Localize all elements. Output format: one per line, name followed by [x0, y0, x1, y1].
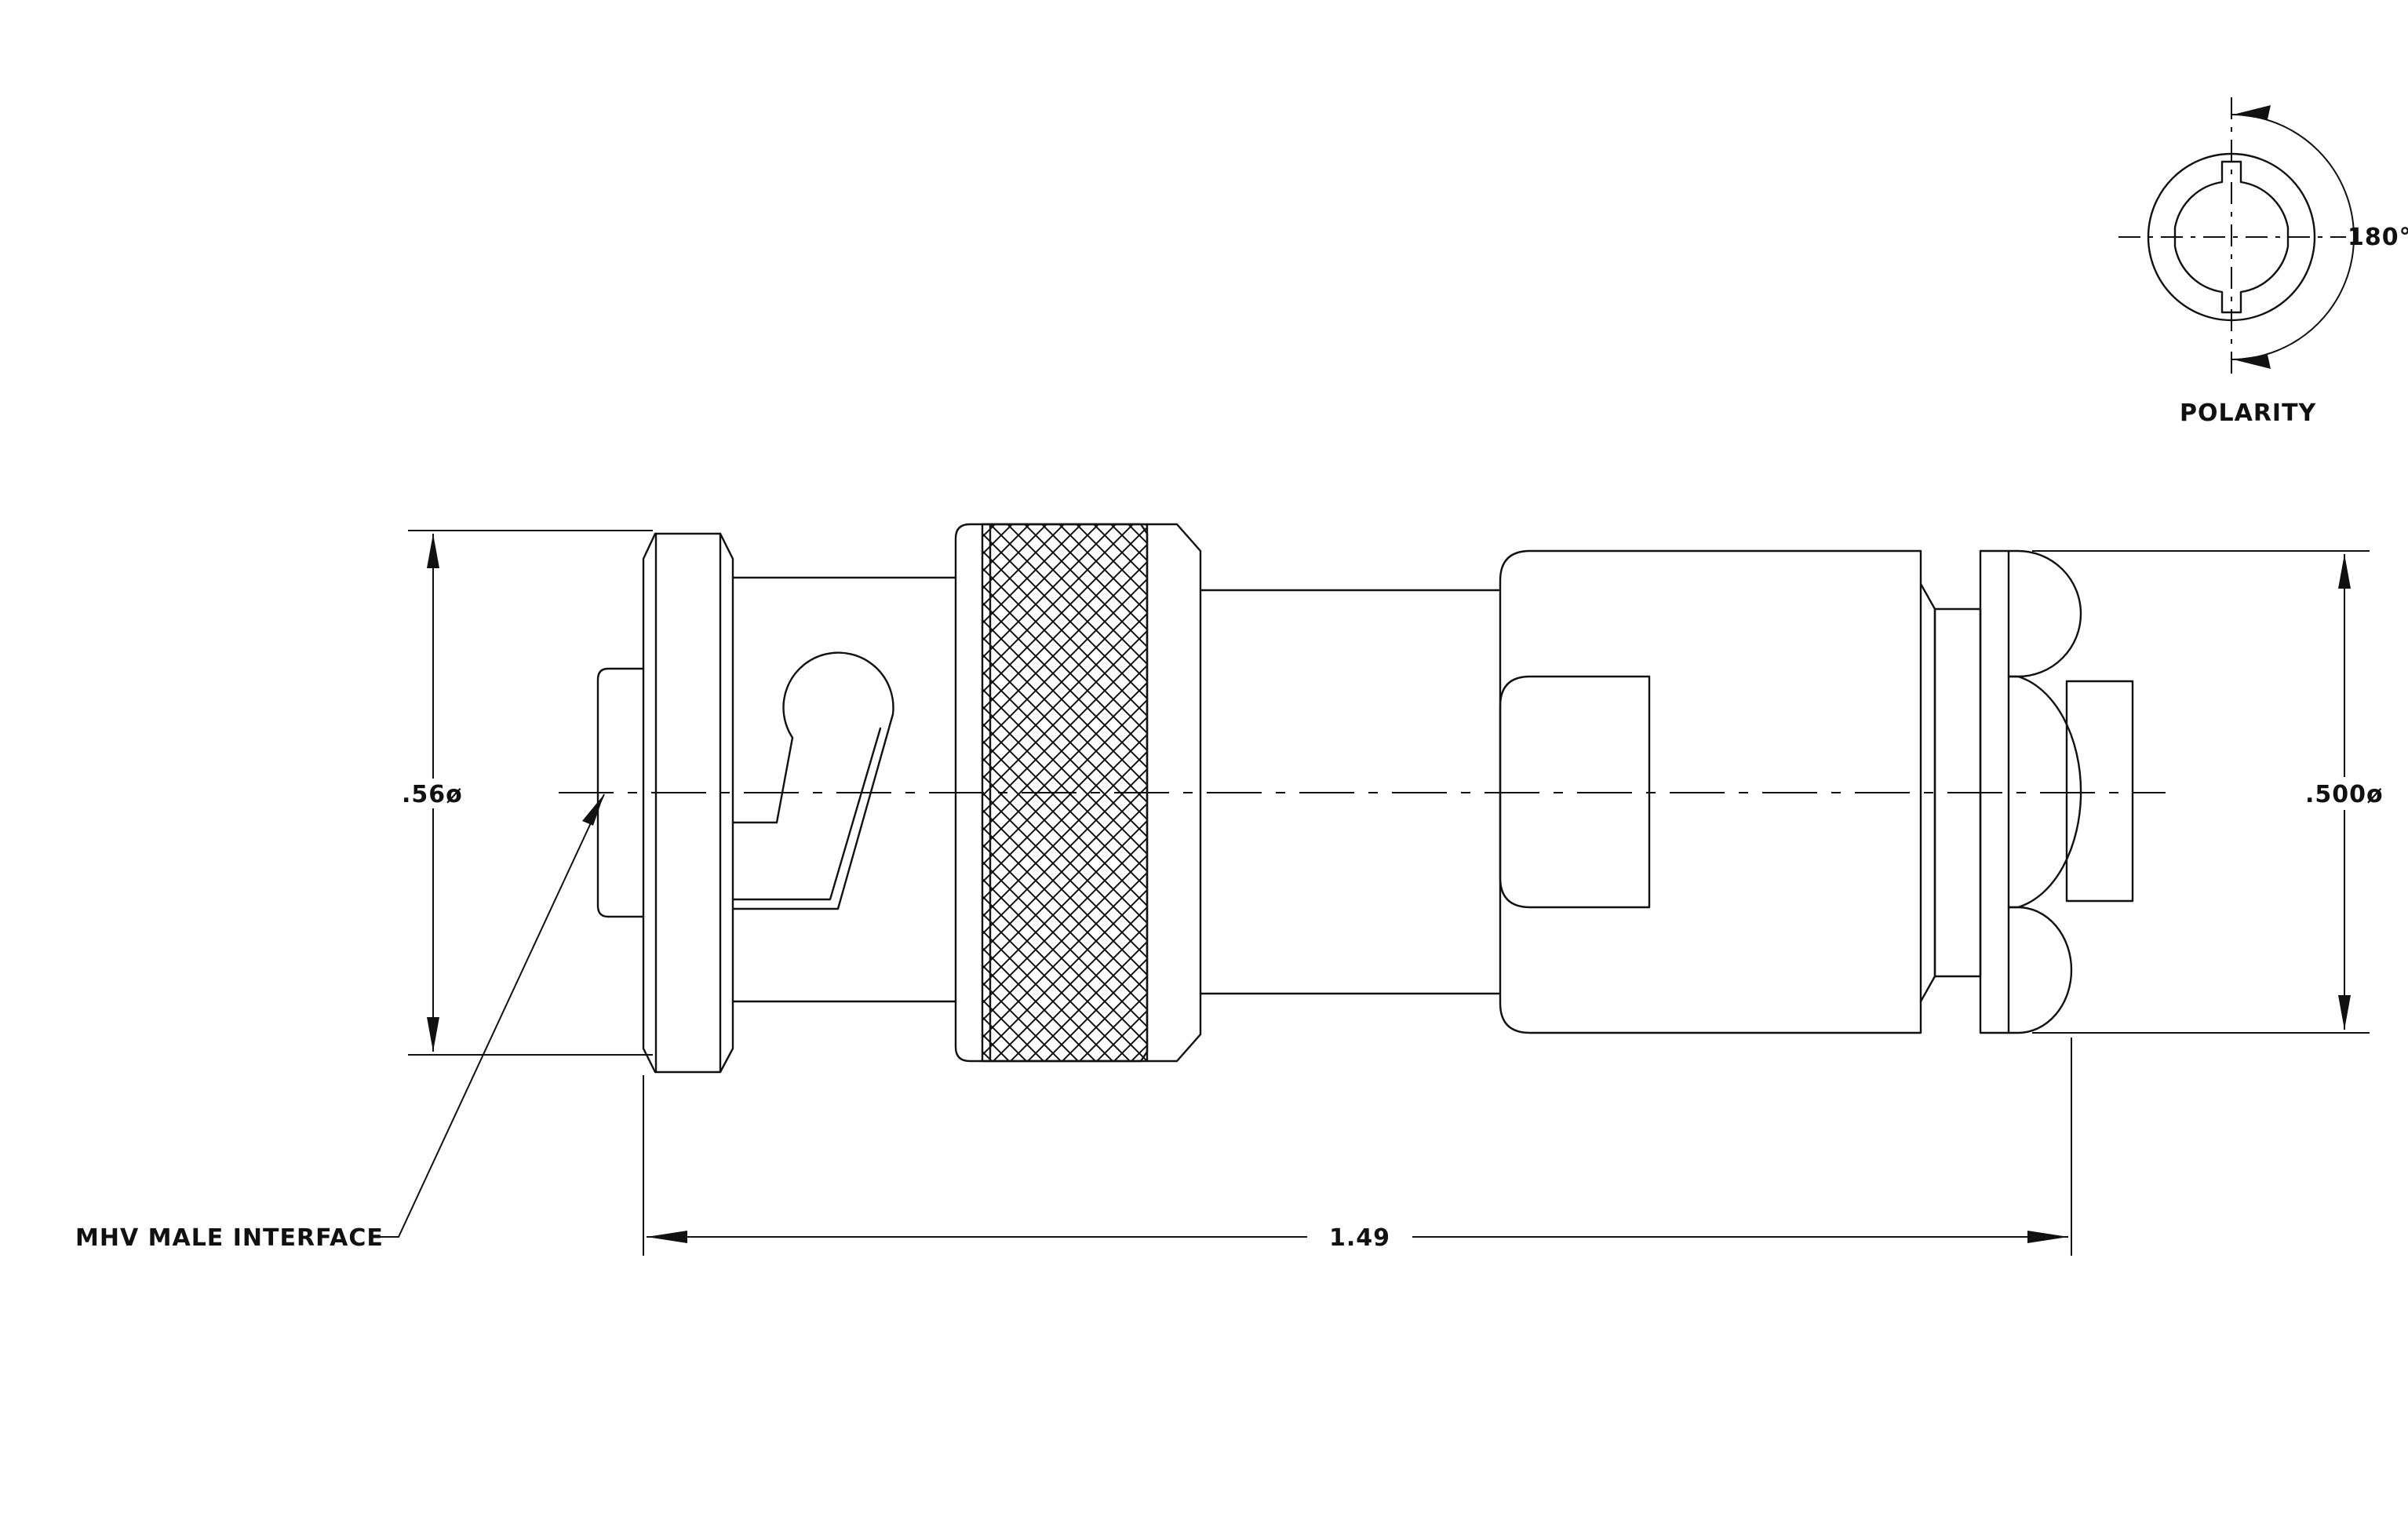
- hex-nut: [1979, 549, 2134, 1034]
- dim-overall-length: [643, 1038, 2072, 1256]
- interface-note-label: MHV MALE INTERFACE: [75, 1224, 384, 1252]
- bayonet-slot: [731, 651, 894, 910]
- front-flange: [642, 532, 734, 1074]
- polarity-angle-label: 180°: [2348, 224, 2408, 251]
- interface-pin: [596, 667, 645, 918]
- polarity-title: POLARITY: [2180, 399, 2317, 427]
- crimp-ferrule: [1499, 549, 1922, 1034]
- cable-body: [1199, 589, 1500, 995]
- bayonet-body: [731, 576, 957, 1003]
- knurled-coupling-nut: [981, 523, 1202, 1063]
- dim-overall-length-label: 1.49: [1329, 1224, 1390, 1252]
- dim-nut-diameter-label: .500ø: [2305, 781, 2384, 808]
- rear-bayonet-flange: [954, 523, 984, 1063]
- dim-flange-diameter: [408, 530, 653, 1056]
- interface-leader: [377, 793, 605, 1238]
- dim-nut-diameter: [2032, 550, 2370, 1034]
- dim-flange-diameter-label: .56ø: [402, 781, 463, 808]
- polarity-end-view: [2118, 97, 2355, 377]
